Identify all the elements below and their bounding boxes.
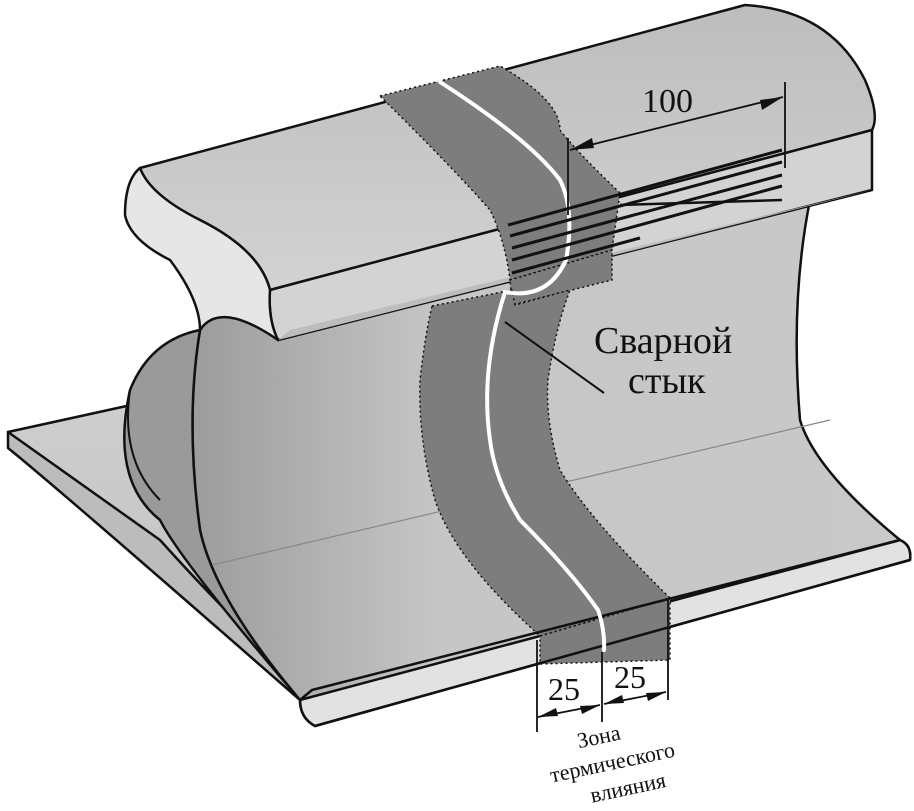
defect-lines: [507, 148, 783, 275]
weld-leader-line: [504, 321, 605, 394]
weld-label-line1: Сварной: [594, 320, 732, 362]
dimension-25-right-label: 25: [614, 659, 646, 695]
dimension-100-label: 100: [642, 83, 693, 120]
weld-label-line2: стык: [628, 360, 706, 402]
weld-seam: [438, 80, 607, 652]
dimension-25-25: [536, 600, 669, 732]
dimension-25-left-label: 25: [548, 671, 580, 707]
zone-label: Зона термического влияния: [548, 720, 677, 808]
dimension-100: [567, 82, 786, 215]
heat-affected-zone: [378, 65, 672, 665]
